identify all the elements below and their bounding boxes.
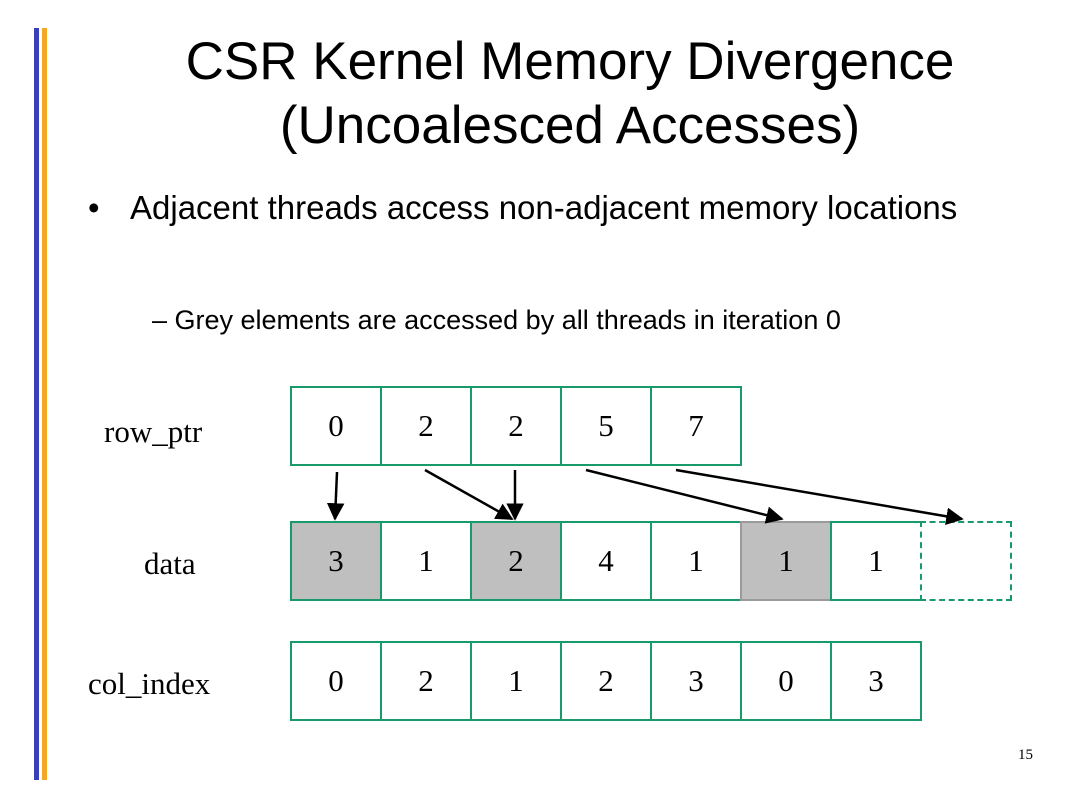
col-index-cell-1: 2: [380, 641, 472, 721]
data-cell-3: 4: [560, 521, 652, 601]
page-number: 15: [1018, 747, 1033, 763]
data-cell-7: [920, 521, 1012, 601]
title-line-1: CSR Kernel Memory Divergence: [185, 32, 955, 91]
arrow-0: [326, 471, 345, 521]
col-index-cell-4: 3: [650, 641, 742, 721]
data-cell-5: 1: [740, 521, 832, 601]
col-index-cell-5: 0: [740, 641, 832, 721]
title-line-2: (Uncoalesced Accesses): [279, 96, 861, 155]
data-cell-6: 1: [830, 521, 922, 601]
arrow-3: [585, 468, 784, 524]
col-index-cell-6: 3: [830, 641, 922, 721]
col-index-cell-2: 1: [470, 641, 562, 721]
row-ptr-cell-0: 0: [290, 386, 382, 466]
data-cell-4: 1: [650, 521, 742, 601]
col-index-label: col_index: [88, 666, 211, 701]
row-ptr-cell-2: 2: [470, 386, 562, 466]
row-ptr-cell-4: 7: [650, 386, 742, 466]
data-cell-2: 2: [470, 521, 562, 601]
accent-bar-blue: [34, 28, 39, 780]
sub-bullet: – Grey elements are accessed by all thre…: [152, 305, 841, 335]
col-index-cell-0: 0: [290, 641, 382, 721]
bullet-text: Adjacent threads access non-adjacent mem…: [130, 189, 958, 226]
row-ptr-label: row_ptr: [104, 414, 203, 449]
arrow-1: [424, 468, 514, 521]
slide-title: CSR Kernel Memory Divergence (Uncoalesce…: [100, 30, 1040, 158]
arrow-4: [675, 468, 964, 525]
data-cell-0: 3: [290, 521, 382, 601]
bullet-dot: •: [88, 189, 100, 226]
row-ptr-cell-3: 5: [560, 386, 652, 466]
row-ptr-cell-1: 2: [380, 386, 472, 466]
data-cell-1: 1: [380, 521, 472, 601]
accent-bar-orange: [42, 28, 47, 780]
data-label: data: [144, 546, 196, 581]
col-index-cell-3: 2: [560, 641, 652, 721]
